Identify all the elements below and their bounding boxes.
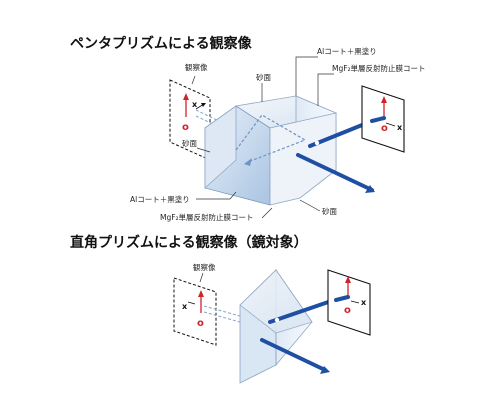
right-observation-plane: o x — [361, 85, 405, 153]
o-mark-left: o — [182, 122, 189, 133]
al-coat-top-label: Alコート＋黒塗り — [317, 46, 377, 56]
x-mark-left-2: x — [182, 302, 188, 311]
x-mark-right-2: x — [361, 298, 367, 307]
mgf-coat-top-label: MgF₂単層反射防止膜コート — [332, 63, 426, 73]
frosted-left-label: 砂面 — [182, 138, 197, 148]
o-mark-left-2: o — [197, 318, 204, 329]
pentaprism-title: ペンタプリズムによる観察像 — [70, 35, 253, 52]
observed-image-label-2: 観察像 — [193, 262, 216, 272]
beam-down-right — [296, 153, 374, 192]
right-angle-prism-body — [239, 268, 313, 384]
al-coat-bottom-label: Alコート＋黒塗り — [130, 194, 190, 204]
o-mark-right-2: o — [344, 305, 351, 316]
frosted-bottom-label: 砂面 — [322, 206, 337, 216]
right-angle-title: 直角プリズムによる観察像（鏡対象） — [70, 234, 308, 251]
left-observation-plane: 観察像 o x — [169, 62, 211, 161]
o-mark-right: o — [381, 123, 388, 134]
right-observation-plane-2: o x — [327, 269, 371, 336]
x-mark-right: x — [397, 123, 403, 132]
pentaprism-diagram: ペンタプリズムによる観察像 観察像 o x — [70, 35, 426, 222]
pentaprism-body — [204, 95, 338, 206]
frosted-top-label: 砂面 — [256, 72, 271, 82]
x-mark-left: x — [192, 100, 198, 109]
mgf-coat-bottom-label: MgF₂単層反射防止膜コート — [160, 212, 254, 222]
left-observation-plane-2: 観察像 o x — [173, 262, 217, 346]
observed-image-label-1: 観察像 — [185, 62, 208, 72]
right-angle-prism-diagram: 直角プリズムによる観察像（鏡対象） 観察像 o x — [70, 234, 371, 384]
